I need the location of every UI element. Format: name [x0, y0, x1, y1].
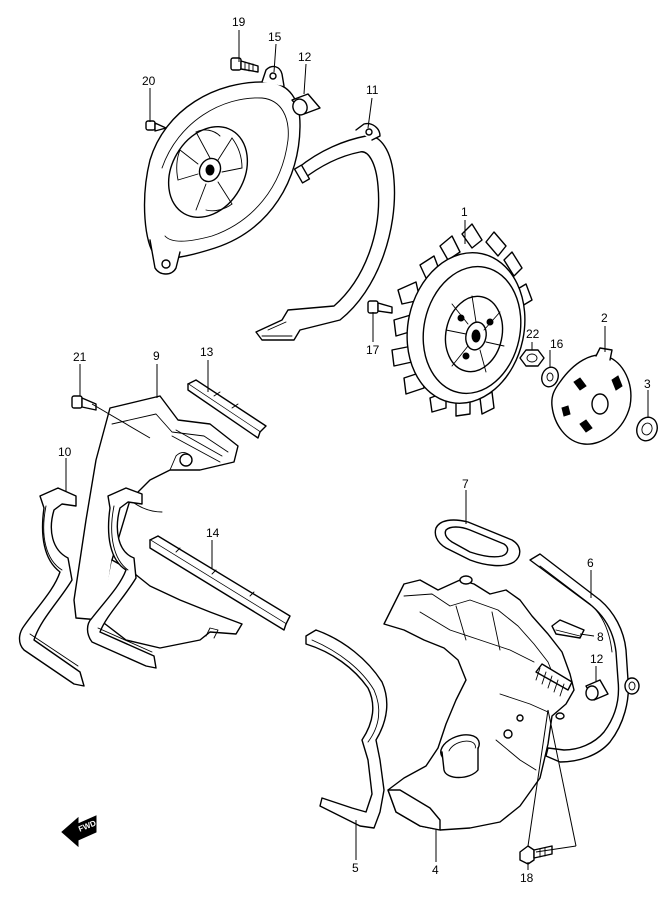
part-20-screw: [145, 120, 167, 132]
callout-7: 7: [462, 477, 469, 491]
part-14-strip: [149, 535, 291, 631]
part-21-screw: [71, 395, 97, 411]
callout-21: 21: [73, 350, 87, 364]
part-2-plate: [551, 347, 632, 445]
part-7-gasket: [434, 519, 521, 567]
part-19-bolt: [230, 57, 259, 73]
callout-11: 11: [366, 83, 379, 97]
callout-10: 10: [58, 445, 72, 459]
part-10-seal-inner: [86, 487, 157, 669]
callout-9: 9: [153, 349, 160, 363]
part-4-housing: [383, 575, 575, 831]
part-12-collar-bottom: [585, 679, 609, 701]
part-22-nut: [519, 349, 545, 367]
callout-13: 13: [200, 345, 214, 359]
part-13-strip: [187, 379, 267, 439]
callout-19: 19: [232, 15, 246, 29]
callout-17: 17: [366, 343, 380, 357]
callout-labels: 1 2 3 4 5 6 7 8 9 10 11 12 12 13 14 15 1…: [58, 15, 651, 885]
part-8-grommet: [551, 619, 585, 639]
part-15-fan-cover: [143, 65, 301, 275]
part-9-shroud: [73, 395, 243, 649]
part-16-washer: [541, 366, 559, 388]
callout-6: 6: [587, 556, 594, 570]
callout-3: 3: [644, 377, 651, 391]
callout-5: 5: [352, 861, 359, 875]
part-10-seal: [18, 487, 85, 687]
callout-12-top: 12: [298, 50, 312, 64]
fwd-arrow: FWD: [61, 815, 98, 848]
callout-2: 2: [601, 311, 608, 325]
part-17-screw: [367, 300, 393, 314]
part-6-seal: [529, 553, 640, 763]
part-1-fan-rotor: [391, 223, 533, 417]
callout-22: 22: [526, 327, 540, 341]
part-12-collar-top: [291, 93, 321, 116]
leader-lines: [65, 30, 649, 870]
callout-12-bottom: 12: [590, 652, 604, 666]
callout-1: 1: [461, 205, 468, 219]
callout-4: 4: [432, 863, 439, 877]
part-18-bolt: [519, 845, 553, 865]
callout-20: 20: [142, 74, 156, 88]
callout-18: 18: [520, 871, 534, 885]
part-11-band: [255, 122, 396, 341]
callout-8: 8: [597, 630, 604, 644]
part-3-washer: [636, 416, 658, 442]
callout-16: 16: [550, 337, 564, 351]
part-5-seal: [305, 629, 388, 829]
callout-15: 15: [268, 30, 282, 44]
callout-14: 14: [206, 526, 220, 540]
